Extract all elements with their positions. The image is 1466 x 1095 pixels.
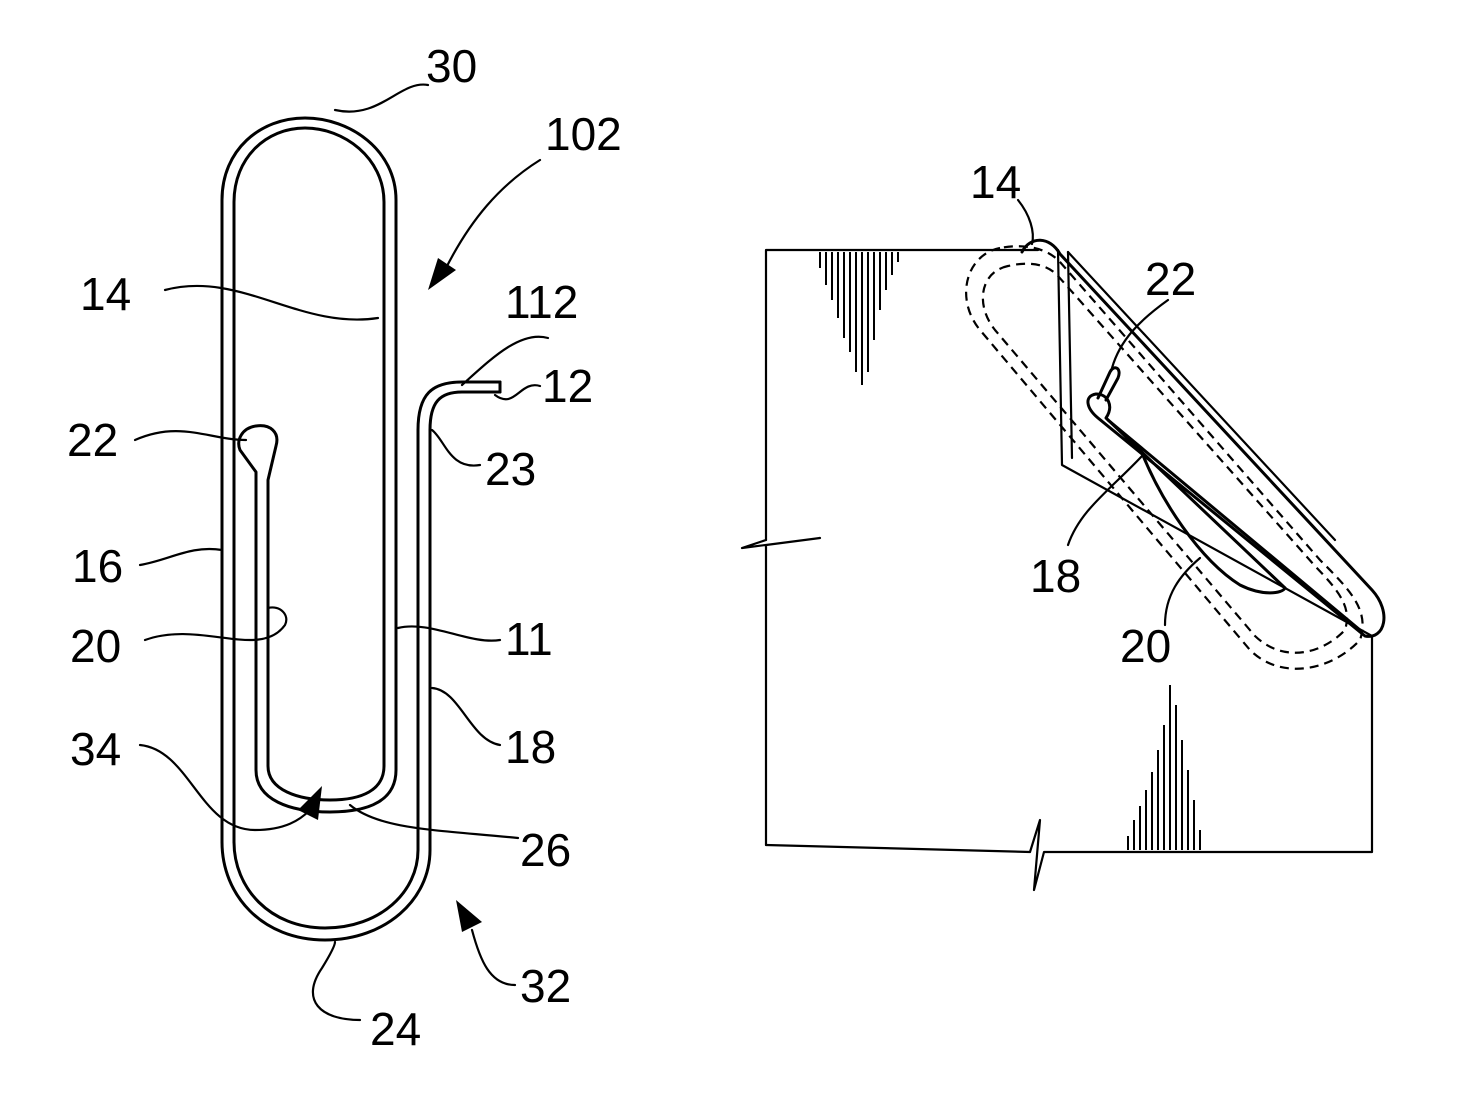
label-r14: 14 — [970, 156, 1021, 208]
paper-sheet — [766, 250, 1038, 540]
label-26: 26 — [520, 824, 571, 876]
leader-16 — [140, 549, 222, 565]
arrow-32-head — [456, 900, 482, 932]
label-34: 34 — [70, 723, 121, 775]
label-24: 24 — [370, 1003, 421, 1055]
leader-11 — [398, 626, 500, 640]
arrow-34-head — [298, 786, 322, 820]
shading-bottom — [1128, 685, 1200, 850]
label-32: 32 — [520, 960, 571, 1012]
clip-hidden-outline — [966, 246, 1362, 669]
leader-r20 — [1165, 558, 1200, 625]
clip-outer-bottom-loop-24-inner — [234, 430, 418, 928]
label-102: 102 — [545, 108, 622, 160]
label-r18: 18 — [1030, 550, 1081, 602]
paper-fold-edge-2 — [1068, 252, 1072, 458]
leader-18 — [432, 688, 500, 745]
label-20: 20 — [70, 620, 121, 672]
leader-20 — [145, 607, 286, 640]
leader-23 — [432, 430, 480, 466]
label-30: 30 — [426, 40, 477, 92]
arrow-32 — [472, 930, 515, 985]
clip-outer-top-loop — [222, 118, 396, 842]
arrow-102 — [445, 160, 540, 270]
clip-inner-leg-14-inner — [268, 320, 384, 800]
arrow-102-head — [428, 258, 456, 290]
label-18: 18 — [505, 721, 556, 773]
leader-22 — [135, 431, 246, 440]
label-r22: 22 — [1145, 253, 1196, 305]
paper-left-break — [742, 538, 820, 845]
clip-outer-bottom-loop-24 — [222, 430, 430, 940]
leader-112 — [462, 337, 548, 385]
label-r20: 20 — [1120, 620, 1171, 672]
label-14: 14 — [80, 268, 131, 320]
clip-hook-22 — [239, 426, 277, 490]
leader-24 — [313, 942, 360, 1020]
leader-r22 — [1112, 300, 1168, 368]
label-22: 22 — [67, 414, 118, 466]
label-16: 16 — [72, 540, 123, 592]
arrow-34 — [140, 745, 310, 830]
label-11: 11 — [505, 613, 553, 665]
leader-26 — [350, 805, 518, 838]
leader-30 — [335, 85, 428, 112]
leader-r18 — [1068, 456, 1142, 545]
clip-tip-12 — [430, 392, 500, 430]
right-clip-on-paper-figure: 14 22 18 20 — [742, 156, 1384, 890]
leader-14 — [165, 286, 378, 320]
label-12: 12 — [542, 360, 593, 412]
paper-folded-flap — [1058, 250, 1372, 636]
label-112: 112 — [505, 276, 578, 328]
label-23: 23 — [485, 443, 536, 495]
shading-top — [820, 252, 898, 385]
paper-bottom-edge — [766, 636, 1372, 890]
leader-12 — [495, 385, 540, 399]
clip-inner-leg-14 — [256, 320, 396, 812]
left-paper-clip-figure: 30 102 14 112 12 22 23 16 20 11 18 34 26… — [67, 40, 622, 1055]
